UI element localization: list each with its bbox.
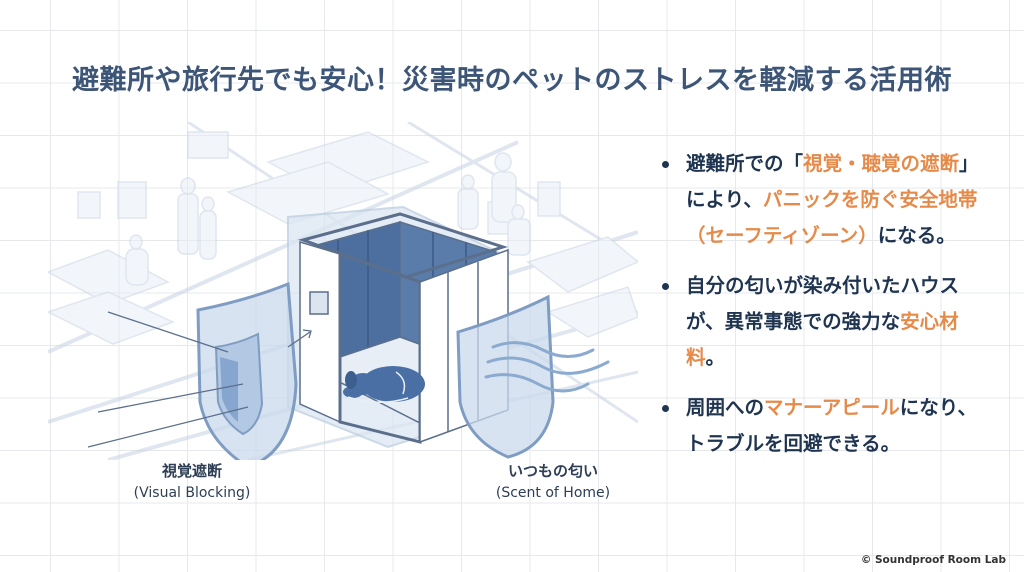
bullet-dot — [662, 405, 669, 412]
scent-of-home-label-jp: いつもの匂い — [507, 462, 598, 480]
scent-of-home-label-en: (Scent of Home) — [495, 485, 611, 501]
right-shield-icon — [456, 294, 555, 459]
page-title: 避難所や旅行先でも安心！災害時のペットのストレスを軽減する活用術 — [72, 65, 952, 96]
benefit-item: 自分の匂いが染み付いたハウスが、異常事態での強力な安心材料。 — [658, 268, 988, 376]
copyright: © Soundproof Room Lab — [860, 554, 1006, 566]
highlight: 視覚・聴覚の遮断 — [803, 152, 960, 175]
benefit-list: 避難所での「視覚・聴覚の遮断」により、パニックを防ぐ安全地帯（セーフティゾーン）… — [658, 146, 988, 476]
visual-blocking-label-jp: 視覚遮断 — [161, 462, 222, 480]
sleeping-dog-icon — [343, 366, 425, 403]
highlight: マナーアピール — [764, 396, 900, 419]
benefit-item: 避難所での「視覚・聴覚の遮断」により、パニックを防ぐ安全地帯（セーフティゾーン）… — [658, 146, 988, 254]
shelter-illustration — [48, 122, 638, 460]
highlight: 安心材料 — [686, 310, 959, 369]
left-shield-icon — [87, 281, 312, 460]
scent-waves-icon — [484, 341, 610, 393]
visual-blocking-label-en: (Visual Blocking) — [133, 485, 251, 501]
visual-blocking-label: 視覚遮断 (Visual Blocking) — [122, 460, 262, 501]
shelter-background-scene — [48, 122, 638, 460]
bullet-dot — [662, 161, 669, 168]
benefit-item: 周囲へのマナーアピールになり、トラブルを回避できる。 — [658, 390, 988, 462]
scent-of-home-label: いつもの匂い (Scent of Home) — [478, 460, 628, 501]
bullet-dot — [662, 283, 669, 290]
highlight: パニックを防ぐ安全地帯（セーフティゾーン） — [686, 188, 978, 247]
